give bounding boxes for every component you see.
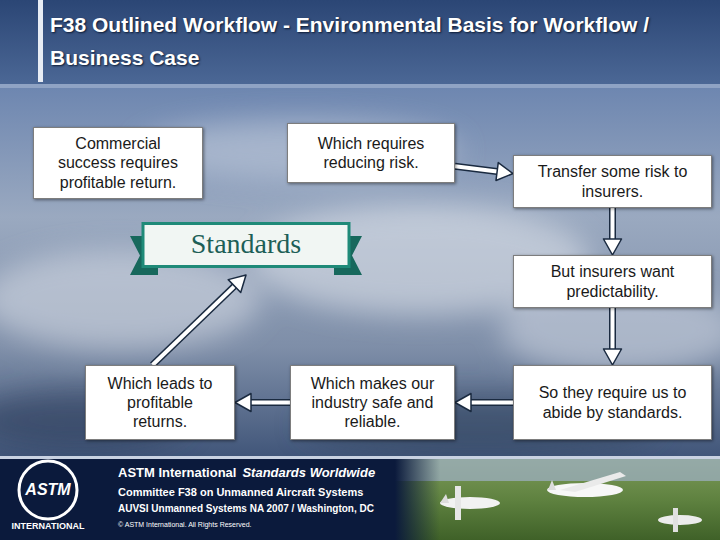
arrow-shaft [611, 308, 615, 353]
photo-fade [395, 459, 440, 540]
footer-bar [0, 458, 720, 540]
aircraft-figure [440, 486, 500, 520]
header-rule [0, 84, 720, 88]
slide-title: F38 Outlined Workflow - Environmental Ba… [50, 9, 710, 74]
node-text: Standards [191, 228, 301, 260]
flow-arrow [235, 394, 290, 412]
arrow-head [228, 275, 246, 293]
arrow-shaft [247, 401, 290, 405]
aircraft-figure [658, 508, 702, 532]
header-stripe [38, 0, 43, 82]
arrow-shaft [611, 208, 615, 243]
node-text: Which leads to profitable returns. [98, 374, 222, 432]
wing [673, 508, 678, 532]
arrow-outline [609, 308, 616, 353]
arrow-head [455, 394, 471, 412]
process-box: Which requires reducing risk. [287, 123, 455, 183]
tail [548, 480, 556, 490]
node-text: Which makes our industry safe and reliab… [303, 374, 442, 432]
arrow-shaft [467, 401, 513, 405]
arrow-shaft [455, 166, 501, 172]
process-box: So they require us to abide by standards… [513, 365, 712, 440]
arrow-shaft [153, 283, 238, 365]
wing [455, 486, 461, 520]
process-box: Transfer some risk to insurers. [513, 155, 712, 208]
committee-name: Committee F38 on Unmanned Aircraft Syste… [118, 486, 363, 498]
aircraft-figure [547, 472, 626, 497]
arrow-outline [153, 283, 238, 365]
flow-arrow [455, 163, 513, 181]
arrow-head [604, 239, 622, 255]
process-box: But insurers want predictability. [513, 255, 712, 308]
arrow-head [235, 394, 251, 412]
footer-rule [0, 456, 720, 459]
process-box: Which leads to profitable returns. [85, 365, 235, 440]
flow-arrow [455, 394, 513, 412]
arrow-outline [247, 399, 290, 406]
arrow-outline [455, 166, 501, 172]
flow-arrow [153, 275, 247, 365]
node-text: Commercial success requires profitable r… [46, 134, 190, 192]
arrow-head [604, 349, 622, 365]
standards-banner: Standards [130, 222, 362, 275]
organisation-motto: Standards Worldwide [242, 465, 375, 480]
tail [440, 494, 449, 503]
event-name: AUVSI Unmanned Systems NA 2007 / Washing… [118, 503, 374, 514]
wing [560, 472, 626, 492]
arrow-outline [609, 208, 616, 243]
node-text: But insurers want predictability. [526, 262, 699, 300]
arrow-outline [467, 399, 513, 406]
logo-text: ASTM [20, 481, 76, 499]
header-bar [0, 0, 720, 86]
fuselage [658, 515, 702, 525]
arrow-head [496, 163, 513, 181]
node-text: So they require us to abide by standards… [526, 383, 699, 421]
organisation-name: ASTM International [118, 465, 236, 480]
node-text: Which requires reducing risk. [300, 134, 442, 172]
flow-arrow [604, 308, 622, 365]
node-text: Transfer some risk to insurers. [526, 162, 699, 200]
flow-arrow [604, 208, 622, 255]
logo-subtext: INTERNATIONAL [4, 521, 92, 531]
process-box: Which makes our industry safe and reliab… [290, 365, 455, 440]
ribbon-panel [143, 224, 349, 267]
photo-sky [395, 459, 720, 481]
logo-ring [19, 461, 77, 519]
process-box: Commercial success requires profitable r… [33, 127, 203, 199]
field-photo [395, 459, 720, 540]
clouds [0, 120, 720, 455]
copyright-note: © ASTM International. All Rights Reserve… [118, 521, 252, 528]
